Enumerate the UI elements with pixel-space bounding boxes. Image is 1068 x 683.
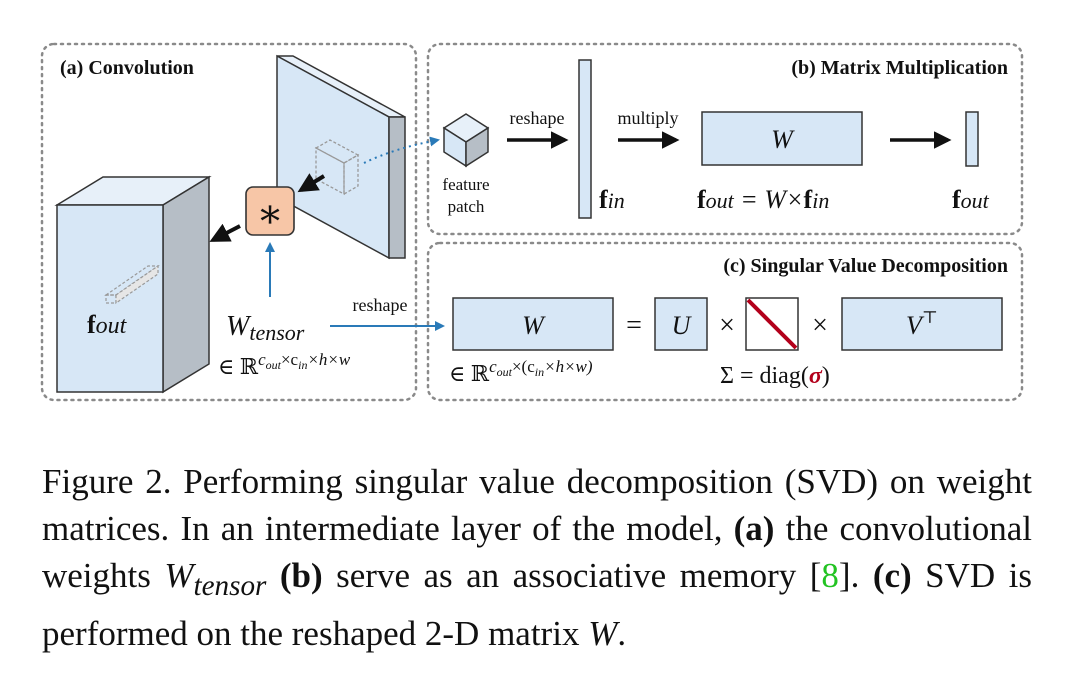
equals-sign: = [626, 310, 642, 341]
reshape-label-b: reshape [510, 108, 565, 128]
panel-c-border [426, 241, 1024, 402]
f-out-label: fout [952, 185, 990, 214]
panel-a-title: (a) Convolution [60, 57, 194, 79]
feature-patch-label-2: patch [448, 197, 485, 216]
vt-matrix [841, 297, 1003, 351]
f-in-vector [578, 59, 592, 219]
u-matrix [654, 297, 708, 351]
caption-ref-b: (b) [279, 556, 323, 595]
feature-patch-cube [442, 113, 490, 168]
f-out-vector [965, 111, 979, 167]
times-sign-2: × [812, 310, 828, 341]
caption-part: SVD is performed on the reshaped 2-D mat… [42, 556, 1032, 653]
panel-b-border [426, 42, 1024, 236]
panel-b-title: (b) Matrix Multiplication [791, 57, 1008, 79]
w-matrix-b [701, 111, 863, 166]
fout-equation: fout = W×fin [697, 185, 829, 214]
caption-ref-c: (c) [872, 556, 912, 595]
input-feature-slab [276, 54, 406, 260]
feature-patch-label-1: feature [442, 175, 489, 194]
w-matrix-c [452, 297, 614, 351]
reshape-label-a: reshape [353, 295, 408, 315]
u-matrix-label: U [672, 311, 693, 340]
patch-to-conv-arrow [297, 173, 326, 193]
patch-dotted-link [363, 136, 440, 164]
caption-part: Figure 2. Performing singular value deco… [42, 462, 1032, 548]
multiply-label: multiply [617, 108, 678, 128]
output-feature-cube [54, 175, 212, 394]
w-matrix-c-label: W [522, 311, 546, 340]
caption-part: . [617, 614, 627, 653]
caption-w-sub: tensor [193, 570, 267, 602]
figure-caption: Figure 2. Performing singular value deco… [42, 458, 1032, 657]
caption-part: ]. [838, 556, 873, 595]
sigma-diagonal [746, 298, 798, 350]
f-in-label: fin [599, 185, 625, 214]
vt-matrix-label: V⊤ [906, 308, 938, 340]
w-tensor-label: Wtensor [226, 311, 305, 345]
w-tensor-shape: ∈ ℝcout×cin×h×w [218, 350, 351, 379]
convolution-symbol: ∗ [256, 191, 283, 236]
caption-part: serve as an associative memory [ [322, 556, 822, 595]
caption-w2: W [588, 614, 618, 653]
citation-link[interactable]: 8 [821, 556, 839, 595]
panel-c-title: (c) Singular Value Decomposition [723, 255, 1008, 277]
svd-diagram: (a) Convolution (b) Matrix Multiplicatio… [40, 42, 1024, 402]
sigma-definition: Σ = diag(σ) [720, 363, 830, 389]
times-sign-1: × [719, 310, 735, 341]
panel-a-border [40, 42, 418, 402]
w-matrix-b-label: W [771, 125, 795, 154]
caption-part: the convolutional weights [42, 509, 1032, 595]
fout-label-a: fout [87, 310, 128, 339]
caption-ref-a: (a) [733, 509, 775, 548]
convolution-operator [245, 186, 295, 236]
conv-to-output-arrow [209, 223, 241, 242]
w-matrix-shape: ∈ ℝcout×(cin×h×w) [449, 357, 593, 386]
caption-w: W [164, 556, 194, 595]
